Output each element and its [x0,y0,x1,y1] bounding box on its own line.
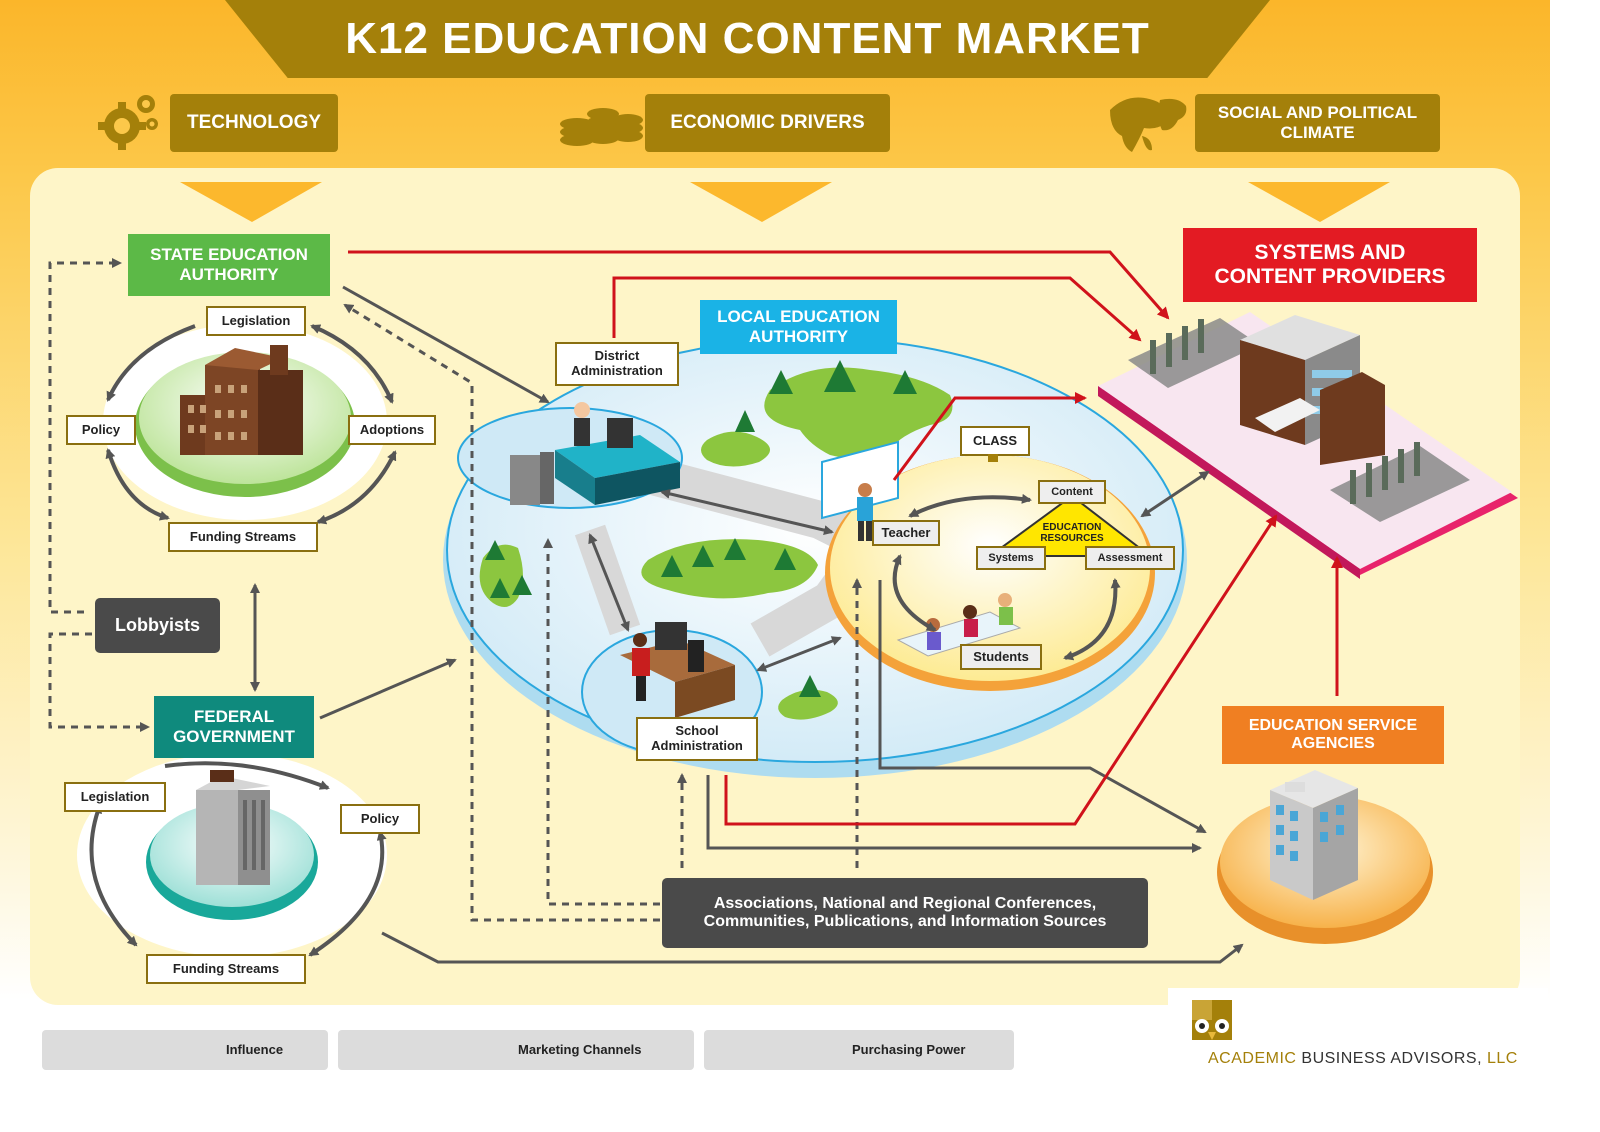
owl-logo-icon [1186,994,1246,1054]
associations-box: Associations, National and Regional Conf… [662,878,1148,948]
technology-down-arrow [180,182,322,222]
district-administration-label: District Administration [555,342,679,386]
school-label-line1: School [675,724,718,739]
education-resources-label: EDUCATION RESOURCES [1028,517,1116,549]
state-education-authority: STATE EDUCATION AUTHORITY [128,234,330,296]
federal-government: FEDERAL GOVERNMENT [154,696,314,758]
school-administration-label: School Administration [636,717,758,761]
legend-influence: Influence [42,1030,328,1070]
lobbyists-label: Lobbyists [115,615,200,636]
associations-line1: Associations, National and Regional Conf… [714,895,1096,913]
federal-legislation-label: Legislation [64,782,166,812]
state-title-line2: AUTHORITY [179,265,278,285]
company-name: ACADEMIC BUSINESS ADVISORS, LLC [1208,1050,1518,1068]
esa-line2: AGENCIES [1291,735,1375,753]
associations-line2: Communities, Publications, and Informati… [704,913,1107,931]
local-title-line1: LOCAL EDUCATION [717,307,880,327]
social-down-arrow [1248,182,1390,222]
lobbyists: Lobbyists [95,598,220,653]
students-label: Students [960,644,1042,670]
legend-marketing-label: Marketing Channels [518,1042,642,1057]
local-education-authority: LOCAL EDUCATION AUTHORITY [700,300,897,354]
teacher-label: Teacher [872,520,940,546]
company-name-part3: LLC [1482,1050,1518,1067]
federal-policy-label: Policy [340,804,420,834]
state-funding-label: Funding Streams [168,522,318,552]
resources-line1: EDUCATION [1043,522,1102,534]
economic-down-arrow [690,182,832,222]
esa-line1: EDUCATION SERVICE [1249,717,1417,735]
education-service-agencies: EDUCATION SERVICE AGENCIES [1222,706,1444,764]
class-label-connector [988,454,998,462]
assessment-label: Assessment [1085,546,1175,570]
federal-funding-label: Funding Streams [146,954,306,984]
legend-purchasing-label: Purchasing Power [852,1042,965,1057]
school-label-line2: Administration [651,739,743,754]
class-label: CLASS [960,426,1030,456]
company-name-part2: BUSINESS ADVISORS, [1296,1050,1482,1067]
legend-influence-label: Influence [226,1042,283,1057]
state-adoptions-label: Adoptions [348,415,436,445]
state-title-line1: STATE EDUCATION [150,245,308,265]
systems-label: Systems [976,546,1046,570]
state-legislation-label: Legislation [206,306,306,336]
esa-building [1270,770,1358,900]
local-title-line2: AUTHORITY [749,327,848,347]
federal-building [196,770,270,885]
company-name-part1: ACADEMIC [1208,1050,1296,1067]
content-label: Content [1038,480,1106,504]
federal-title-line1: FEDERAL [194,707,274,727]
systems-content-providers: SYSTEMS AND CONTENT PROVIDERS [1183,228,1477,302]
legend-purchasing: Purchasing Power [704,1030,1014,1070]
company-logo: ACADEMIC BUSINESS ADVISORS, LLC [1168,988,1548,1088]
federal-title-line2: GOVERNMENT [173,727,295,747]
district-label-line2: Administration [571,364,663,379]
providers-line2: CONTENT PROVIDERS [1214,265,1445,289]
providers-line1: SYSTEMS AND [1255,241,1406,265]
legend-marketing: Marketing Channels [338,1030,694,1070]
resources-line2: RESOURCES [1040,533,1103,545]
district-label-line1: District [595,349,640,364]
driver-arrows [180,182,1390,222]
state-policy-label: Policy [66,415,136,445]
